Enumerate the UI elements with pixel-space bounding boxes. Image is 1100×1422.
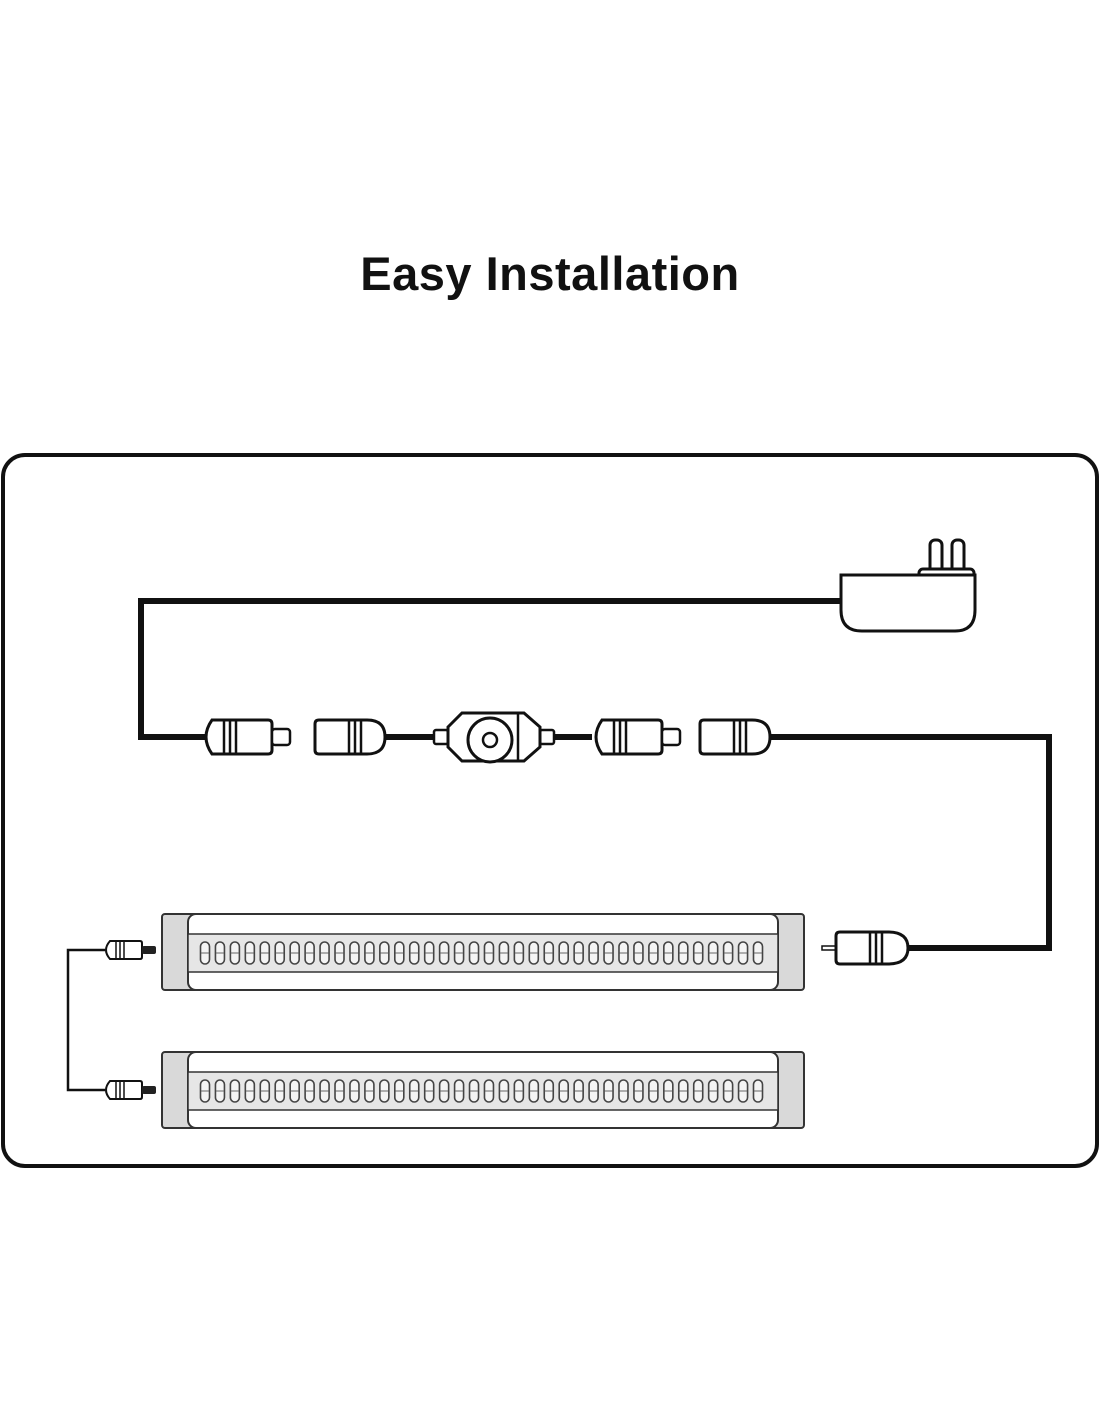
strip-input-plug bbox=[821, 930, 910, 966]
adapter-body bbox=[839, 573, 977, 633]
link-plug-tip bbox=[142, 946, 156, 954]
female-socket-2 bbox=[698, 718, 772, 756]
wire-socket-to-strip bbox=[770, 734, 1052, 951]
link-plug-tip bbox=[142, 1086, 156, 1094]
led-bar-2 bbox=[161, 1051, 805, 1129]
link-connector-2 bbox=[105, 1080, 156, 1100]
male-plug-2 bbox=[594, 718, 682, 756]
power-adapter bbox=[839, 538, 977, 633]
led-bar-1 bbox=[161, 913, 805, 991]
male-plug-1 bbox=[204, 718, 292, 756]
wire-adapter-to-plug bbox=[138, 598, 840, 740]
female-socket-1 bbox=[313, 718, 387, 756]
link-connector-1 bbox=[105, 940, 156, 960]
dimmer-switch bbox=[432, 711, 556, 764]
wire-link-bars bbox=[66, 948, 105, 1092]
page-title: Easy Installation bbox=[360, 247, 740, 300]
